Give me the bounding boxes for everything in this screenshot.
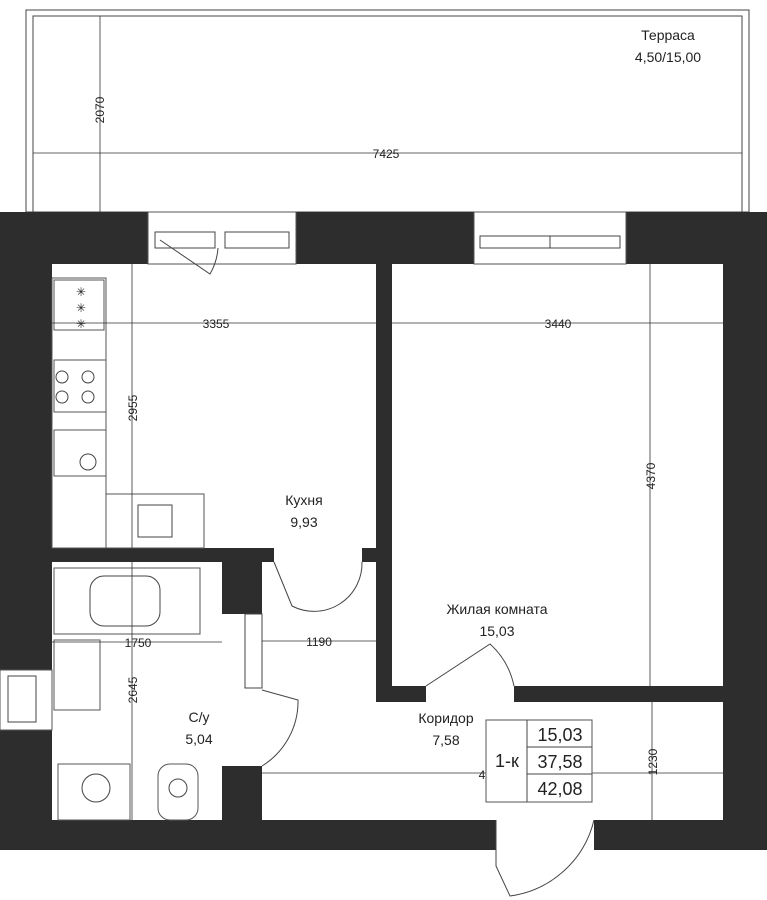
corridor-name: Коридор [418, 710, 474, 726]
windows [0, 211, 627, 731]
living-name: Жилая комната [446, 601, 547, 617]
walls [0, 212, 767, 850]
dim-corridor-passage: 1190 [306, 635, 332, 649]
sink-corner [53, 429, 107, 477]
washing-machine [57, 763, 131, 821]
stove [53, 359, 107, 413]
dim-living-width: 3440 [545, 317, 572, 331]
dimension-lines [33, 16, 742, 820]
summary-with-terrace: 42,08 [537, 779, 582, 799]
washbasin [53, 639, 101, 711]
dim-bath-tub: 1750 [125, 636, 152, 650]
summary-table: 1-к 15,03 37,58 42,08 [485, 719, 593, 803]
burner-icon: ✳ [76, 285, 86, 299]
summary-total: 37,58 [537, 752, 582, 772]
dim-kitchen-width: 3355 [203, 317, 230, 331]
living-area: 15,03 [479, 623, 514, 639]
bathroom-fixtures [53, 567, 201, 821]
svg-text:✳: ✳ [76, 317, 86, 331]
dim-corridor-depth: 1230 [646, 748, 660, 775]
toilet [157, 763, 199, 821]
kitchen-area: 9,93 [290, 514, 317, 530]
kitchen-name: Кухня [285, 492, 322, 508]
cooktop [53, 279, 105, 331]
dim-living-depth: 4370 [644, 462, 658, 489]
summary-type: 1-к [495, 751, 519, 771]
bathtub [53, 567, 201, 635]
bath-area: 5,04 [185, 731, 212, 747]
terrace-railing-inner [32, 15, 743, 213]
terrace-name: Терраса [641, 27, 695, 43]
dim-bath-depth: 2645 [126, 676, 140, 703]
dim-terrace-width: 7425 [373, 147, 400, 161]
summary-living: 15,03 [537, 725, 582, 745]
svg-text:✳: ✳ [76, 301, 86, 315]
terrace-area: 4,50/15,00 [635, 49, 701, 65]
dim-terrace-depth: 2070 [93, 96, 107, 123]
corridor-area: 7,58 [432, 732, 459, 748]
dim-kitchen-depth: 2955 [126, 394, 140, 421]
sink [105, 493, 205, 549]
room-labels: Терраса 4,50/15,00 Кухня 9,93 Жилая комн… [185, 27, 701, 748]
bath-name: С/у [189, 709, 210, 725]
doors [159, 239, 595, 897]
